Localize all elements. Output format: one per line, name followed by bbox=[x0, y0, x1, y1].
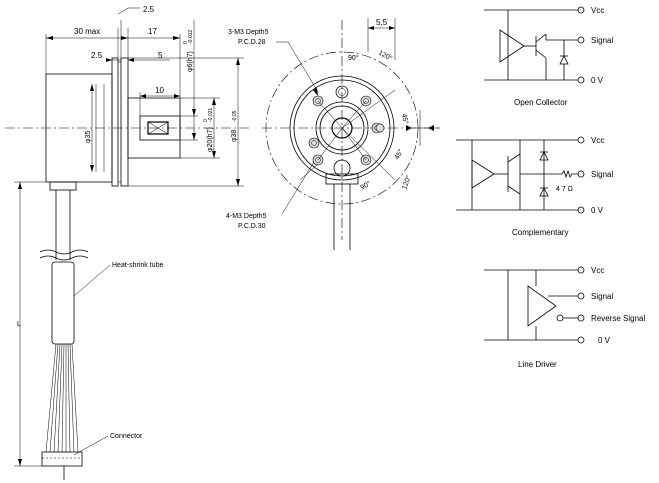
label-pcd28: P.C.D.28 bbox=[238, 39, 266, 46]
comp-vcc: Vcc bbox=[591, 136, 604, 145]
comp-0v: 0 V bbox=[591, 206, 604, 215]
shaft bbox=[139, 115, 181, 141]
label-connector: Connector bbox=[110, 433, 143, 440]
dim-2-5-top: 2.5 bbox=[143, 5, 155, 14]
ld-0v: 0 V bbox=[598, 336, 611, 345]
angle-90-top: 90° bbox=[348, 54, 359, 62]
shaft-circle bbox=[331, 117, 353, 139]
ld-signal: Signal bbox=[591, 292, 613, 301]
tol-phi6-upper: 0 bbox=[183, 41, 189, 44]
ld-reverse-signal: Reverse Signal bbox=[591, 314, 645, 323]
open-collector-circuit: Vcc Signal 0 V Open Collector bbox=[484, 6, 613, 107]
label-3m3-depth5: 3-M3 Depth5 bbox=[228, 29, 269, 36]
oc-signal: Signal bbox=[591, 36, 613, 45]
shaft-flat bbox=[147, 121, 169, 135]
ld-driver-icon bbox=[527, 285, 557, 327]
dim-phi20: φ20(h7) bbox=[207, 127, 214, 152]
dim-30max: 30 max bbox=[74, 27, 100, 36]
label-heat-shrink-tube: Heat-shrink tube bbox=[112, 262, 163, 269]
comp-amplifier-icon bbox=[471, 159, 495, 189]
complementary-circuit: Vcc Signal 4 7 Ω 0 V Complementary bbox=[456, 136, 613, 237]
line-driver-circuit: Vcc Signal Reverse Signal 0 V Line Drive… bbox=[484, 266, 645, 369]
tol-phi6-lower: -0.012 bbox=[188, 30, 194, 44]
label-4m3-depth5: 4-M3 Depth5 bbox=[226, 213, 267, 220]
dim-phi6: φ6(h7) bbox=[187, 51, 194, 72]
dim-phi38: φ38 bbox=[231, 130, 238, 142]
dim-10: 10 bbox=[155, 86, 164, 95]
side-view: L 30 max 2.5 17 2.5 5 10 φ35 bbox=[5, 5, 250, 480]
tol-phi20-upper: 0 bbox=[203, 119, 209, 122]
flange bbox=[111, 57, 119, 187]
angle-45-lower: 45° bbox=[393, 148, 405, 161]
boss-circle bbox=[315, 101, 369, 155]
angle-120-right: 120° bbox=[400, 174, 413, 191]
label-pcd30: P.C.D.30 bbox=[238, 223, 266, 230]
dim-5-5: 5.5 bbox=[376, 18, 388, 27]
tol-phi38: -0.05 bbox=[232, 110, 238, 122]
oc-title: Open Collector bbox=[514, 98, 568, 107]
oc-0v: 0 V bbox=[591, 76, 604, 85]
front-view: 5.5 120° 90° 45° 45° 120° 90° 3-M3 Depth… bbox=[226, 18, 440, 250]
angle-45-right: 45° bbox=[400, 113, 410, 125]
ld-vcc: Vcc bbox=[591, 266, 604, 275]
ld-title: Line Driver bbox=[518, 360, 557, 369]
flange-front bbox=[120, 57, 129, 187]
dim-5: 5 bbox=[158, 51, 163, 60]
m3-holes-pcd28 bbox=[308, 85, 383, 149]
connector bbox=[41, 451, 83, 467]
comp-signal: Signal bbox=[591, 170, 613, 179]
dim-phi35: φ35 bbox=[85, 131, 92, 143]
oc-amplifier-icon bbox=[499, 29, 525, 63]
angle-120-top: 120° bbox=[377, 49, 394, 63]
comp-resistor: 4 7 Ω bbox=[556, 186, 573, 193]
angle-90-bottom: 90° bbox=[359, 179, 372, 191]
dim-2-5: 2.5 bbox=[91, 51, 103, 60]
dim-L: L bbox=[17, 321, 21, 328]
dim-17: 17 bbox=[148, 27, 157, 36]
tol-phi20-lower: -0.021 bbox=[208, 108, 214, 122]
cable-wires bbox=[45, 343, 79, 453]
comp-title: Complementary bbox=[512, 228, 568, 237]
oc-vcc: Vcc bbox=[591, 6, 604, 15]
flange-outer-circle bbox=[289, 75, 395, 181]
heat-shrink-tube bbox=[51, 261, 75, 345]
